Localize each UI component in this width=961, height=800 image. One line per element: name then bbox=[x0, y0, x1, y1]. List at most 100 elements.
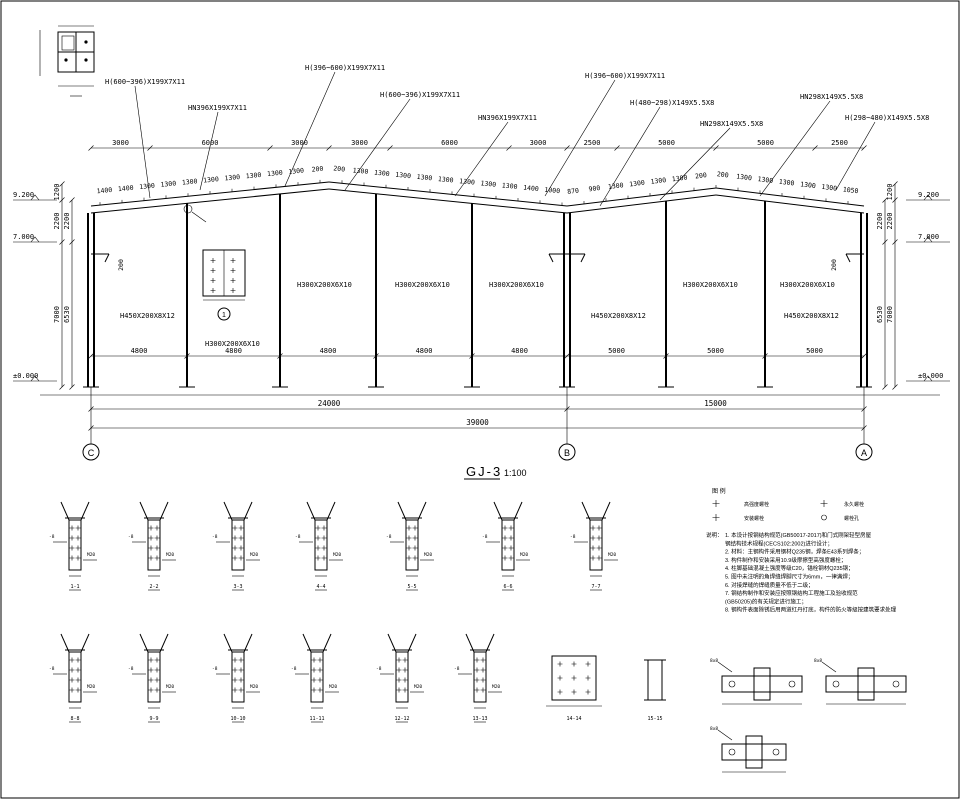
member-section-label: H(480~298)X149X5.5X8 bbox=[630, 99, 714, 107]
dimension-tick bbox=[469, 353, 475, 359]
rafter-segment-value: 1300 bbox=[224, 173, 240, 182]
member-leader bbox=[199, 111, 219, 191]
crane-bracket bbox=[845, 253, 851, 263]
dimension-tick bbox=[892, 181, 898, 187]
rafter-segment-value: 1300 bbox=[352, 166, 368, 176]
column-section-label: H300X200X6X10 bbox=[297, 281, 352, 289]
top-dimension-value: 3000 bbox=[351, 139, 368, 147]
detail-section-label: 1-1 bbox=[70, 584, 79, 590]
member-section-label: H(396~600)X199X7X11 bbox=[305, 64, 385, 72]
elevation-value: 9.200 bbox=[13, 191, 34, 199]
rafter-flange bbox=[306, 501, 316, 521]
dimension-tick bbox=[882, 197, 888, 203]
grid-axis-bubble bbox=[855, 443, 873, 461]
member-section-label: H(600~396)X199X7X11 bbox=[105, 78, 185, 86]
detail-section-label: 10-10 bbox=[230, 716, 245, 722]
rafter-top-flange bbox=[715, 187, 865, 207]
note-line: (GB50205)的有关规定进行施工； bbox=[725, 597, 807, 605]
dimension-tick bbox=[882, 239, 888, 245]
grid-axis-label: A bbox=[861, 448, 867, 458]
vertical-dimension-value: 2200 bbox=[876, 213, 884, 230]
rafter-flange bbox=[243, 633, 253, 653]
rafter-flange bbox=[243, 501, 253, 521]
connection-detail: 15-15 bbox=[644, 659, 666, 722]
rafter-segment-value: 1300 bbox=[139, 182, 155, 191]
detail-section-label: 5-5 bbox=[407, 584, 416, 590]
detail-annotation: M20 bbox=[166, 552, 174, 558]
detail-section-label: 2-2 bbox=[149, 584, 158, 590]
note-line: 8. 钢构件表面除锈后用两道红丹打底，构件的防火等级按建筑要求处理 bbox=[725, 606, 897, 614]
connection-details: -8M201-1-8M202-2-8M203-3-8M204-4-8M205-5… bbox=[49, 501, 907, 773]
dimension-tick bbox=[892, 197, 898, 203]
rafter-flange bbox=[407, 633, 417, 653]
detail-section-label: 3-3 bbox=[233, 584, 242, 590]
member-leader bbox=[659, 127, 731, 201]
detail-annotation: M20 bbox=[333, 552, 341, 558]
detail-annotation: M20 bbox=[250, 684, 258, 690]
dimension-tick bbox=[812, 145, 818, 151]
top-dimension-value: 2500 bbox=[584, 139, 601, 147]
column-section-label: H300X200X6X10 bbox=[489, 281, 544, 289]
member-leader bbox=[344, 98, 411, 191]
drawing-title-block: GJ-3 1:100 bbox=[464, 464, 527, 480]
dimension-tick bbox=[713, 145, 719, 151]
svg-text:螺栓孔: 螺栓孔 bbox=[844, 515, 859, 522]
rafter-segment-value: 200 bbox=[333, 164, 346, 173]
detail-section-label: 9-9 bbox=[149, 716, 158, 722]
detail-annotation: -8 bbox=[376, 666, 382, 672]
elevation-value: ±0.000 bbox=[918, 372, 943, 380]
note-line: 7. 钢结构制作和安装应按照钢结构工程施工及验收规范 bbox=[725, 589, 858, 597]
detail-annotation: M20 bbox=[492, 684, 500, 690]
rafter-flange bbox=[139, 633, 149, 653]
member-section-label: H(600~396)X199X7X11 bbox=[380, 91, 460, 99]
grid-axis-bubble bbox=[558, 443, 576, 461]
rafter-flange bbox=[485, 633, 495, 653]
note-line: 钢结构技术规程(CECS102:2002)进行设计； bbox=[725, 539, 833, 547]
dimension-tick bbox=[663, 353, 669, 359]
dimension-tick bbox=[387, 145, 393, 151]
rafter-segment-value: 1300 bbox=[160, 179, 176, 188]
detail-marker bbox=[217, 307, 231, 321]
legend-item: 安装螺栓 bbox=[712, 514, 764, 522]
rafter-flange bbox=[417, 501, 427, 521]
detail-annotation: -8 bbox=[386, 534, 392, 540]
member-section-label: HN396X199X7X11 bbox=[188, 104, 247, 112]
rafter-segment-value: 1300 bbox=[607, 181, 624, 191]
svg-text:永久螺栓: 永久螺栓 bbox=[844, 501, 864, 508]
top-dimension-value: 6000 bbox=[441, 139, 458, 147]
rafter-flange bbox=[139, 501, 149, 521]
top-dimension-value: 5000 bbox=[658, 139, 675, 147]
span-dimension-value: 15000 bbox=[704, 399, 727, 408]
base-plate-detail: 8x8 bbox=[710, 658, 803, 705]
base-plate-detail: 8x8 bbox=[814, 658, 907, 705]
rafter-segment-value: 1300 bbox=[459, 177, 475, 187]
rafter-segment-value: 1300 bbox=[736, 172, 753, 182]
member-leader bbox=[454, 121, 509, 197]
vertical-dimension-value: 2200 bbox=[886, 213, 894, 230]
member-leader bbox=[284, 71, 336, 187]
bay-dimension-value: 5000 bbox=[608, 347, 625, 355]
legend-item: 螺栓孔 bbox=[821, 514, 859, 522]
member-section-label: HN298X149X5.5X8 bbox=[800, 93, 863, 101]
bay-dimension-value: 5000 bbox=[707, 347, 724, 355]
rafter-segment-value: 1300 bbox=[757, 175, 774, 185]
detail-annotation: -8 bbox=[482, 534, 488, 540]
note-line: 2. 材料：主钢构件采用钢材Q235钢，焊条E43系列焊条； bbox=[725, 548, 864, 556]
crane-bracket bbox=[104, 253, 110, 263]
column-section-label: H300X200X6X10 bbox=[780, 281, 835, 289]
rafter-segment-value: 1300 bbox=[778, 178, 795, 188]
dimension-tick bbox=[88, 145, 94, 151]
rafter-segment-value: 200 bbox=[311, 165, 324, 174]
rafter-bottom-flange bbox=[566, 194, 717, 214]
top-left-detail bbox=[39, 25, 95, 97]
dimension-tick bbox=[564, 353, 570, 359]
detail-annotation: -8 bbox=[49, 534, 55, 540]
note-line: 3. 构件制作和安装采用10.9级摩擦型高强度螺栓； bbox=[725, 556, 846, 564]
rafter-segment-value: 200 bbox=[695, 171, 708, 180]
detail-annotation: M20 bbox=[608, 552, 616, 558]
legend-item: 高强度螺栓 bbox=[712, 500, 769, 508]
detail-section-label: 15-15 bbox=[647, 716, 662, 722]
